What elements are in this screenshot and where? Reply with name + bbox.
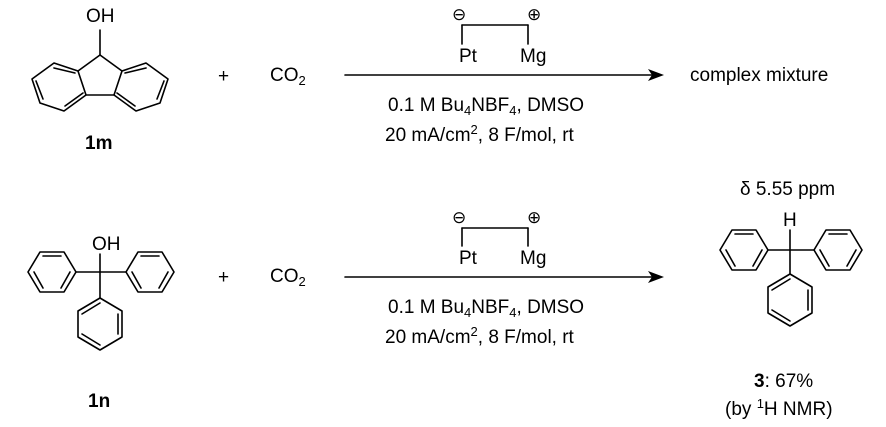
compound-label-1n: 1n <box>88 391 111 412</box>
co2-reagent-2: CO2 <box>270 266 306 289</box>
triphenylmethanol-structure <box>27 251 175 351</box>
co2-reagent-1: CO2 <box>270 65 306 88</box>
cond-text: 0.1 M Bu <box>388 95 465 116</box>
oh-label-1m: OH <box>86 6 115 27</box>
cathode-charge-1: ⊖ <box>452 5 467 24</box>
cond-text: 20 mA/cm <box>385 327 471 348</box>
cond-text: , DMSO <box>516 95 585 116</box>
conditions-current-1: 20 mA/cm2, 8 F/mol, rt <box>385 123 574 146</box>
co2-main-2: CO <box>270 266 299 287</box>
yield-value: : 67% <box>764 371 814 392</box>
conditions-electrolyte-2: 0.1 M Bu4NBF4, DMSO <box>388 297 585 320</box>
plus-sign-1: + <box>218 66 230 87</box>
anode-label-2: Mg <box>520 248 547 269</box>
cathode-label-1: Pt <box>459 46 477 67</box>
note-sup: 1 <box>756 396 764 411</box>
cond-sub: 4 <box>509 305 517 320</box>
anode-label-1: Mg <box>520 46 547 67</box>
cond-sub: 4 <box>464 103 472 118</box>
plus-sign-2: + <box>218 267 230 288</box>
nmr-shift-label: δ 5.55 ppm <box>740 179 836 200</box>
cond-sup: 2 <box>470 122 478 137</box>
note-text: H NMR) <box>763 399 833 420</box>
arrowhead-1 <box>648 69 664 81</box>
compound-label-3: 3 <box>754 371 765 392</box>
cond-sub: 4 <box>464 305 472 320</box>
cond-text: 20 mA/cm <box>385 125 471 146</box>
conditions-current-2: 20 mA/cm2, 8 F/mol, rt <box>385 325 574 348</box>
oh-label-1n: OH <box>92 234 121 255</box>
cond-text: 0.1 M Bu <box>388 297 465 318</box>
co2-main-1: CO <box>270 65 299 86</box>
cond-text: , 8 F/mol, rt <box>477 327 574 348</box>
product-complex-mixture: complex mixture <box>690 65 829 86</box>
cathode-label-2: Pt <box>459 248 477 269</box>
arrowhead-2 <box>648 271 664 283</box>
cond-text: NBF <box>471 95 510 116</box>
methine-h-label: H <box>783 210 797 231</box>
cond-sup: 2 <box>470 324 478 339</box>
electrode-bridge-1 <box>461 24 529 45</box>
cond-text: , 8 F/mol, rt <box>477 125 574 146</box>
fluorenol-structure <box>31 29 169 112</box>
cond-sub: 4 <box>509 103 517 118</box>
co2-subscript-1: 2 <box>298 73 306 88</box>
note-text: (by <box>725 399 757 420</box>
cond-text: NBF <box>471 297 510 318</box>
anode-charge-2: ⊕ <box>527 208 542 227</box>
conditions-electrolyte-1: 0.1 M Bu4NBF4, DMSO <box>388 95 585 118</box>
anode-charge-1: ⊕ <box>527 5 542 24</box>
triphenylmethane-structure <box>719 229 863 327</box>
product-yield: 3: 67% <box>754 372 813 391</box>
cond-text: , DMSO <box>516 297 585 318</box>
cathode-charge-2: ⊖ <box>452 208 467 227</box>
electrode-bridge-2 <box>461 227 529 247</box>
co2-subscript-2: 2 <box>298 274 306 289</box>
compound-label-1m: 1m <box>85 133 113 154</box>
yield-method-note: (by 1H NMR) <box>725 397 833 420</box>
